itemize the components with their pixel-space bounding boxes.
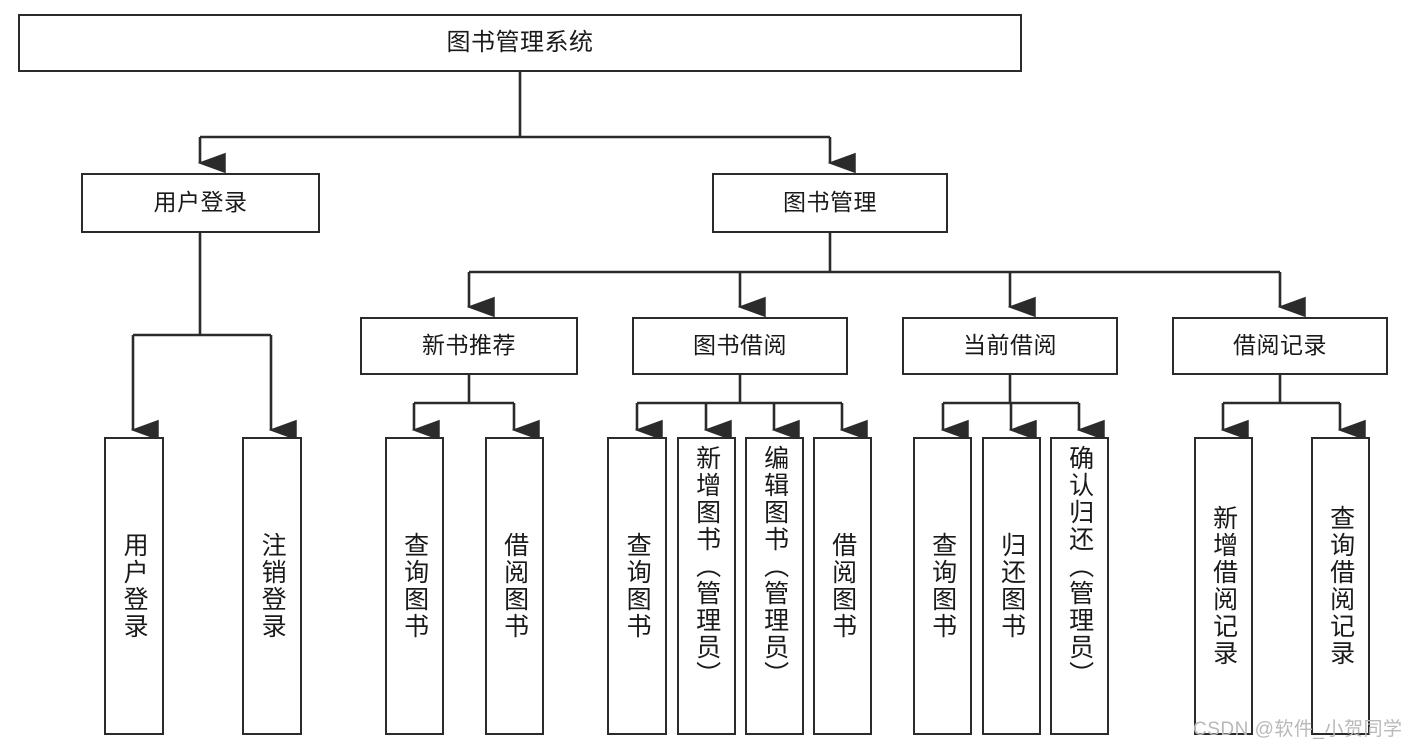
node-label: 图书借阅 bbox=[693, 332, 787, 359]
leaf-add-borrow-record[interactable]: 新增借阅记录 bbox=[1194, 437, 1253, 735]
node-label: 查询图书 bbox=[623, 532, 652, 640]
node-new-book-recommend[interactable]: 新书推荐 bbox=[360, 317, 578, 375]
leaf-query-book-borrow[interactable]: 查询图书 bbox=[607, 437, 667, 735]
leaf-logout[interactable]: 注销登录 bbox=[242, 437, 302, 735]
leaf-query-borrow-record[interactable]: 查询借阅记录 bbox=[1311, 437, 1370, 735]
node-label: 注销登录 bbox=[258, 532, 287, 640]
node-label: 新增借阅记录 bbox=[1209, 505, 1238, 667]
node-user-login[interactable]: 用户登录 bbox=[81, 173, 320, 233]
node-label: 用户登录 bbox=[153, 189, 248, 216]
node-book-management[interactable]: 图书管理 bbox=[712, 173, 948, 233]
node-label: 借阅记录 bbox=[1233, 332, 1327, 359]
node-label: 新书推荐 bbox=[422, 332, 516, 359]
node-label: 查询图书 bbox=[928, 532, 957, 640]
node-current-borrow[interactable]: 当前借阅 bbox=[902, 317, 1118, 375]
node-root-system[interactable]: 图书管理系统 bbox=[18, 14, 1022, 72]
node-label: 归还图书 bbox=[997, 532, 1026, 640]
leaf-user-login[interactable]: 用户登录 bbox=[104, 437, 164, 735]
node-label: 用户登录 bbox=[120, 532, 149, 640]
node-label: 借阅图书 bbox=[828, 532, 857, 640]
watermark-text: CSDN @软件_小贺同学 bbox=[1193, 719, 1403, 740]
node-label: 新增图书（管理员） bbox=[692, 445, 721, 688]
leaf-borrow-book-recommend[interactable]: 借阅图书 bbox=[485, 437, 544, 735]
node-label: 查询借阅记录 bbox=[1326, 505, 1355, 667]
node-label: 当前借阅 bbox=[963, 332, 1057, 359]
leaf-confirm-return-admin[interactable]: 确认归还（管理员） bbox=[1050, 437, 1109, 735]
node-label: 确认归还（管理员） bbox=[1065, 445, 1094, 688]
node-label: 图书管理 bbox=[783, 189, 877, 216]
leaf-return-book[interactable]: 归还图书 bbox=[982, 437, 1041, 735]
leaf-edit-book-admin[interactable]: 编辑图书（管理员） bbox=[745, 437, 804, 735]
node-borrow-record[interactable]: 借阅记录 bbox=[1172, 317, 1388, 375]
leaf-borrow-book[interactable]: 借阅图书 bbox=[813, 437, 872, 735]
node-label: 编辑图书（管理员） bbox=[760, 445, 789, 688]
leaf-query-book-current[interactable]: 查询图书 bbox=[913, 437, 972, 735]
leaf-add-book-admin[interactable]: 新增图书（管理员） bbox=[677, 437, 736, 735]
leaf-query-book-recommend[interactable]: 查询图书 bbox=[385, 437, 444, 735]
node-book-borrow[interactable]: 图书借阅 bbox=[632, 317, 848, 375]
node-label: 图书管理系统 bbox=[446, 28, 594, 56]
node-label: 查询图书 bbox=[400, 532, 429, 640]
node-label: 借阅图书 bbox=[500, 532, 529, 640]
